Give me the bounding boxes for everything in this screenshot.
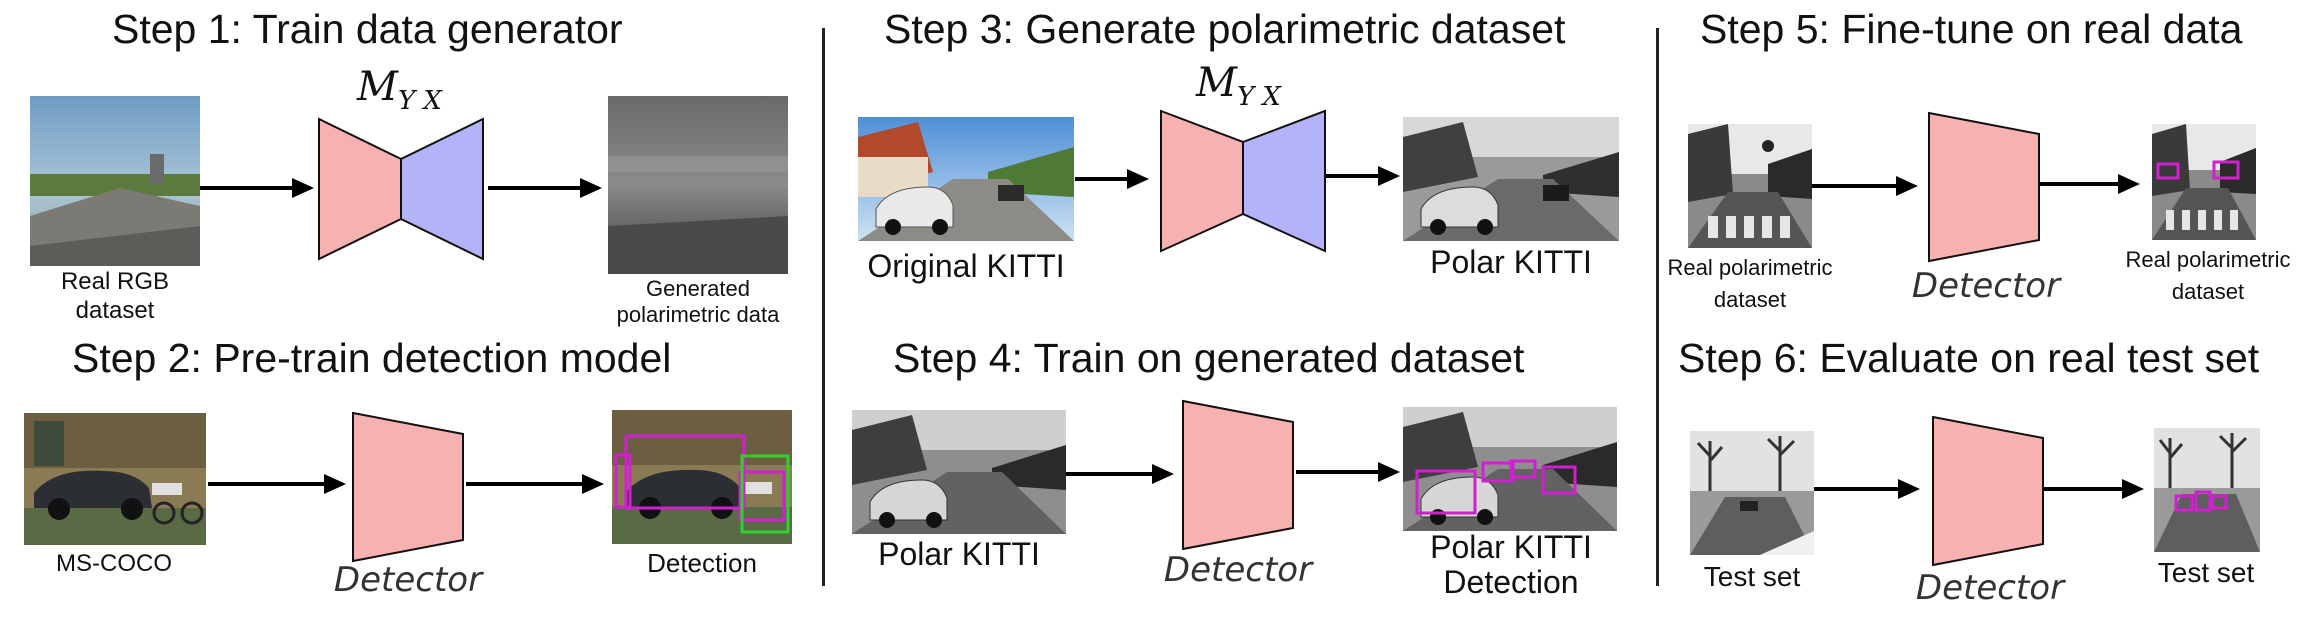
step3-output-caption: Polar KITTI xyxy=(1430,244,1592,280)
step6-input-caption: Test set xyxy=(1703,561,1801,592)
step3-arrow-in xyxy=(1075,169,1149,189)
step3-encoder-block xyxy=(1160,109,1244,253)
step5-input-image xyxy=(1688,124,1812,248)
step5-detector-network xyxy=(1928,111,2040,263)
step2-detector-network xyxy=(352,411,464,563)
step3-generator-network xyxy=(1160,109,1326,253)
column-divider-right xyxy=(1656,28,1659,586)
step2-input-image xyxy=(24,413,206,545)
step2-detection-box-bike-alt xyxy=(740,454,790,534)
step2-detection-box-bike xyxy=(738,470,786,522)
step4-detection-box-1 xyxy=(1415,469,1477,515)
step4-output-caption: Polar KITTI Detection xyxy=(1430,529,1592,601)
step5-detection-box-2 xyxy=(2212,160,2240,180)
step1-encoder-block xyxy=(318,117,402,261)
step4-input-caption: Polar KITTI xyxy=(878,536,1040,572)
step1-output-image xyxy=(608,96,788,274)
step3-title: Step 3: Generate polarimetric dataset xyxy=(884,6,1566,52)
step4-detection-box-3 xyxy=(1509,459,1537,479)
step2-input-caption: MS-COCO xyxy=(56,550,172,577)
step1-input-caption: Real RGB dataset xyxy=(60,268,170,324)
step4-detector-label: Detector xyxy=(1163,550,1313,590)
step4-arrow-out xyxy=(1296,462,1400,482)
step3-decoder-block xyxy=(1242,109,1326,253)
step1-arrow-in xyxy=(200,178,314,198)
step6-input-image xyxy=(1690,431,1814,555)
step4-detector-network xyxy=(1182,399,1294,551)
step4-detection-box-2 xyxy=(1481,461,1515,483)
step2-output-image xyxy=(612,410,792,544)
step1-model-label: MY X xyxy=(357,64,442,116)
step5-detector-label: Detector xyxy=(1911,266,2061,306)
step5-input-caption: Real polarimetric dataset xyxy=(1667,255,1833,312)
step1-decoder-block xyxy=(400,117,484,261)
step2-detection-box-car2 xyxy=(614,453,632,509)
step6-title: Step 6: Evaluate on real test set xyxy=(1678,335,2260,381)
step3-output-image xyxy=(1403,117,1619,241)
step5-output-caption: Real polarimetric dataset xyxy=(2125,247,2291,304)
step1-generator-network xyxy=(318,117,484,261)
step3-arrow-out xyxy=(1326,166,1400,186)
step6-detection-box-3 xyxy=(2210,494,2228,510)
step1-title: Step 1: Train data generator xyxy=(112,6,623,52)
step5-arrow-out xyxy=(2040,174,2140,194)
step4-detection-box-4 xyxy=(1541,465,1577,495)
step4-title: Step 4: Train on generated dataset xyxy=(893,335,1525,381)
step1-input-image xyxy=(30,96,200,266)
step1-arrow-out xyxy=(488,178,602,198)
step6-output-image xyxy=(2154,428,2260,552)
step4-input-image xyxy=(852,410,1066,534)
step6-detection-box-2 xyxy=(2194,490,2212,512)
step6-detection-box-1 xyxy=(2174,494,2194,512)
step3-model-label: MY X xyxy=(1196,60,1281,112)
step3-input-caption: Original KITTI xyxy=(867,248,1065,284)
step5-output-image xyxy=(2152,124,2256,240)
step2-arrow-in xyxy=(208,474,346,494)
step2-detector-label: Detector xyxy=(333,560,483,600)
step6-detector-label: Detector xyxy=(1915,568,2065,608)
step4-arrow-in xyxy=(1066,464,1174,484)
step5-title: Step 5: Fine-tune on real data xyxy=(1700,6,2243,52)
step6-arrow-out xyxy=(2044,479,2144,499)
step2-output-caption: Detection xyxy=(647,548,757,578)
step6-detector-network xyxy=(1932,415,2044,567)
step3-input-image xyxy=(858,117,1074,241)
step1-output-caption: Generated polarimetric data xyxy=(616,276,780,328)
step2-arrow-out xyxy=(466,474,604,494)
step6-arrow-in xyxy=(1814,479,1920,499)
step5-arrow-in xyxy=(1812,176,1918,196)
step5-detection-box-1 xyxy=(2156,162,2180,180)
step2-title: Step 2: Pre-train detection model xyxy=(72,335,672,381)
step4-output-image xyxy=(1403,407,1617,531)
column-divider-left xyxy=(822,28,825,586)
step6-output-caption: Test set xyxy=(2157,557,2255,588)
